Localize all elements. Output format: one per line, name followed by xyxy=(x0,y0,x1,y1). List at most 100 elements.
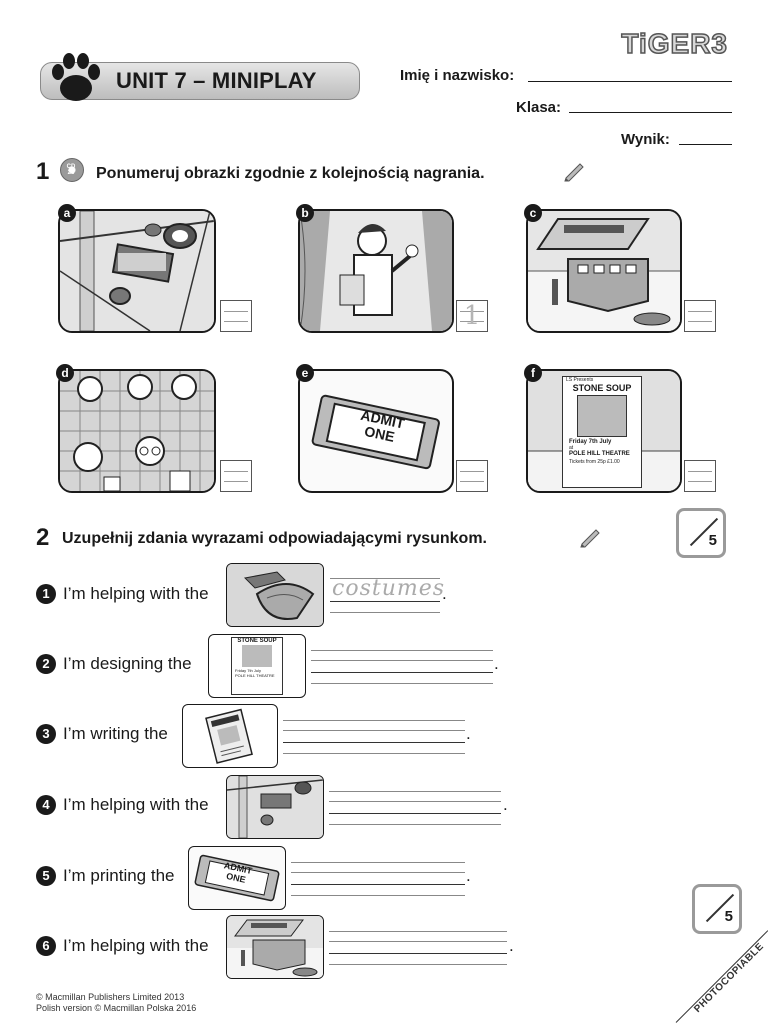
exercise-2-instruction: Uzupełnij zdania wyrazami odpowiadającym… xyxy=(62,530,487,547)
writing-guideline xyxy=(329,964,507,965)
answer-box-value: 1 xyxy=(463,301,481,331)
lighting-desk-illustration xyxy=(528,211,680,331)
item-1-answer: costumes xyxy=(332,576,446,601)
class-field[interactable] xyxy=(569,111,732,113)
item-3-answer-line[interactable] xyxy=(283,742,465,743)
writing-guideline xyxy=(330,612,440,613)
item-4-lights-picture xyxy=(226,775,324,839)
exercise-2-score-box[interactable]: 5 xyxy=(692,884,742,934)
exercise-1-number: 1 xyxy=(36,158,50,185)
poster-date: Friday 7th July xyxy=(569,439,612,445)
photocopiable-label: PHOTOCOPIABLE xyxy=(692,941,767,1015)
unit-title: UNIT 7 – MINIPLAY xyxy=(116,68,317,93)
writing-guideline xyxy=(283,753,465,754)
picture-letter-f: f xyxy=(524,364,542,382)
actor-illustration xyxy=(300,211,452,331)
poster-at: at xyxy=(569,445,574,451)
exercise-1-instruction: Ponumeruj obrazki zgodnie z kolejnością … xyxy=(96,165,485,182)
picture-a-stage-lights xyxy=(58,209,216,333)
pencil-icon xyxy=(564,163,584,182)
mini-poster-title: STONE SOUP xyxy=(237,638,277,644)
writing-guideline xyxy=(291,872,465,873)
item-1-answer-line[interactable] xyxy=(330,601,440,602)
poster-title: STONE SOUP xyxy=(572,383,632,393)
item-3-bullet: 3 xyxy=(36,724,56,744)
item-6-answer-line[interactable] xyxy=(329,953,507,954)
writing-guideline xyxy=(311,650,493,651)
item-5-ticket-picture xyxy=(188,846,286,910)
exercise-2-score-value: 5 xyxy=(724,908,733,925)
item-5-text: I’m printing the xyxy=(63,866,175,885)
picture-b-actor xyxy=(298,209,454,333)
answer-box-f[interactable] xyxy=(684,460,716,492)
class-label: Klasa: xyxy=(516,99,562,116)
item-3-script-picture xyxy=(182,704,278,768)
mini-lighting-desk-illustration xyxy=(227,916,323,978)
writing-guideline xyxy=(291,862,465,863)
ticket-illustration xyxy=(311,394,440,470)
item-2-bullet: 2 xyxy=(36,654,56,674)
item-4-answer-line[interactable] xyxy=(329,813,501,814)
item-4-text: I’m helping with the xyxy=(63,795,209,814)
mini-poster-date: Friday 7th July xyxy=(235,668,262,673)
item-4-bullet: 4 xyxy=(36,795,56,815)
mini-poster: STONE SOUP Friday 7th July POLE HILL THE… xyxy=(231,637,283,695)
writing-guideline xyxy=(311,683,493,684)
poster-image xyxy=(577,395,627,437)
item-2-answer-line[interactable] xyxy=(311,672,493,673)
exercise-1-score-value: 5 xyxy=(708,532,717,549)
score-label: Wynik: xyxy=(621,131,670,148)
item-1-costume-picture xyxy=(226,563,324,627)
item-6-text: I’m helping with the xyxy=(63,936,209,955)
item-2-text: I’m designing the xyxy=(63,654,192,673)
answer-box-d[interactable] xyxy=(220,460,252,492)
tiger-logo: TiGER3 xyxy=(621,27,728,60)
answer-box-e[interactable] xyxy=(456,460,488,492)
item-1-bullet: 1 xyxy=(36,584,56,604)
poster: LS Presents STONE SOUP Friday 7th July a… xyxy=(562,376,642,488)
poster-venue: POLE HILL THEATRE xyxy=(569,451,630,457)
name-field[interactable] xyxy=(528,80,732,82)
answer-box-a[interactable] xyxy=(220,300,252,332)
lights-illustration xyxy=(227,776,323,838)
item-6-bullet: 6 xyxy=(36,936,56,956)
writing-guideline xyxy=(283,730,465,731)
item-2-poster-picture: STONE SOUP Friday 7th July POLE HILL THE… xyxy=(208,634,306,698)
writing-guideline xyxy=(311,660,493,661)
writing-guideline xyxy=(329,941,507,942)
poster-presents: LS Presents xyxy=(566,377,594,383)
picture-letter-b: b xyxy=(296,204,314,222)
item-6-lighting-desk-picture xyxy=(226,915,324,979)
name-label: Imię i nazwisko: xyxy=(400,67,515,84)
answer-box-b[interactable]: 1 xyxy=(456,300,488,332)
mini-ticket-illustration xyxy=(194,854,280,902)
mini-poster-venue: POLE HILL THEATRE xyxy=(235,673,275,678)
exercise-2-number: 2 xyxy=(36,524,50,551)
writing-guideline xyxy=(330,578,440,579)
picture-letter-c: c xyxy=(524,204,542,222)
item-1-period: . xyxy=(442,584,447,603)
item-4-period: . xyxy=(503,795,508,814)
writing-guideline xyxy=(283,720,465,721)
writing-guideline xyxy=(329,791,501,792)
picture-c-lighting-desk xyxy=(526,209,682,333)
cd-icon xyxy=(60,158,84,182)
pencil-icon xyxy=(580,529,600,548)
writing-guideline xyxy=(329,931,507,932)
picture-letter-e: e xyxy=(296,364,314,382)
answer-box-c[interactable] xyxy=(684,300,716,332)
script-illustration xyxy=(205,708,253,764)
picture-letter-d: d xyxy=(56,364,74,382)
writing-guideline xyxy=(329,801,501,802)
item-5-answer-line[interactable] xyxy=(291,884,465,885)
paw-print-icon xyxy=(52,53,100,101)
score-field[interactable] xyxy=(679,143,732,145)
exercise-1-score-box[interactable]: 5 xyxy=(676,508,726,558)
audience-illustration xyxy=(60,371,214,491)
item-5-period: . xyxy=(466,866,471,885)
item-1-text: I’m helping with the xyxy=(63,584,209,603)
copyright-line-1: © Macmillan Publishers Limited 2013 xyxy=(36,992,185,1002)
picture-letter-a: a xyxy=(58,204,76,222)
stage-lights-illustration xyxy=(60,211,214,331)
costume-illustration xyxy=(227,564,323,626)
